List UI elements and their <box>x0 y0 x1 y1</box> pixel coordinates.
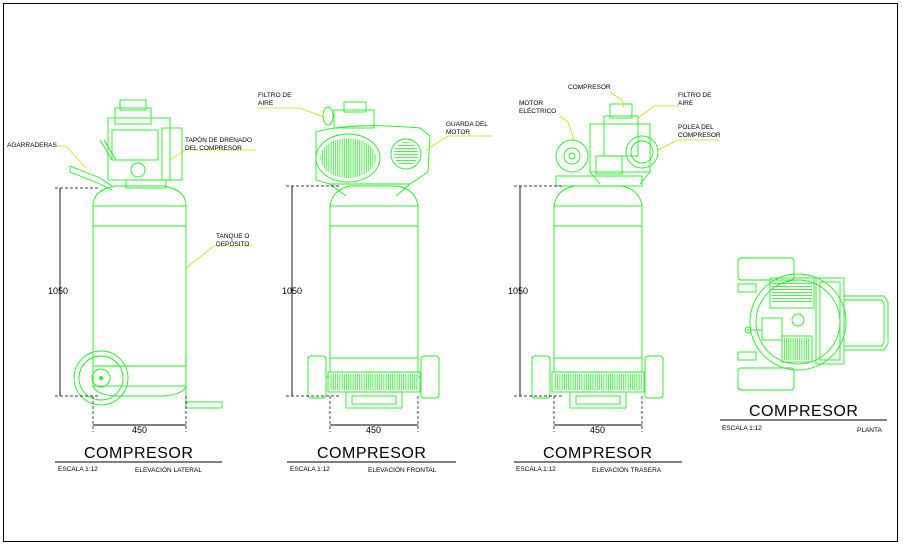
front-dimensions <box>286 185 419 432</box>
view-scale-2: ESCALA 1:12 <box>290 466 330 473</box>
front-base <box>307 355 440 409</box>
rear-tank <box>553 185 643 373</box>
rear-base <box>531 355 664 409</box>
dimension-height-1: 1050 <box>48 286 68 296</box>
front-motor-guard <box>315 101 431 197</box>
label-pulley-1: POLEA DEL <box>678 124 714 131</box>
label-air-filter-front-2: AIRE <box>258 100 274 107</box>
drawing-frame <box>3 3 898 542</box>
view-name-4: PLANTA <box>857 427 882 434</box>
side-dimensions <box>55 187 187 432</box>
view-title-2: COMPRESOR <box>317 445 426 462</box>
label-compressor: COMPRESOR <box>568 84 611 91</box>
side-handle <box>69 165 113 191</box>
view-name-2: ELEVACIÓN FRONTAL <box>368 465 437 474</box>
label-air-filter-rear-1: FILTRO DE <box>678 92 712 99</box>
side-wheel <box>73 350 129 406</box>
label-air-filter-front-1: FILTRO DE <box>258 92 292 99</box>
view-scale-3: ESCALA 1:12 <box>516 466 556 473</box>
side-leaders <box>56 145 256 269</box>
view-scale-1: ESCALA 1:12 <box>58 466 98 473</box>
dimension-height-2: 1050 <box>282 286 302 296</box>
view-title-3: COMPRESOR <box>543 445 652 462</box>
label-tank-1: TANQUE O <box>216 233 249 240</box>
side-elevation <box>55 99 256 432</box>
view-title-4: COMPRESOR <box>749 403 858 420</box>
view-title-1: COMPRESOR <box>84 445 193 462</box>
view-name-1: ELEVACIÓN LATERAL <box>135 465 202 474</box>
label-motor-guard-1: GUARDA DEL <box>446 121 488 128</box>
view-name-3: ELEVACIÓN TRASERA <box>592 465 662 474</box>
dimension-height-3: 1050 <box>508 286 528 296</box>
dimension-width-1: 450 <box>132 425 147 435</box>
label-pulley-2: COMPRESOR <box>678 132 721 139</box>
side-stand <box>185 354 223 409</box>
dimension-width-3: 450 <box>590 425 605 435</box>
label-electric-motor-1: MOTOR <box>519 100 543 107</box>
label-drain-plug-2: DEL COMPRESOR <box>185 145 242 152</box>
label-handles: AGARRADERAS <box>7 142 58 149</box>
side-tank <box>92 185 187 397</box>
dimension-width-2: 450 <box>366 425 381 435</box>
rear-compressor-assembly <box>555 103 659 187</box>
label-drain-plug-1: TAPÓN DE DRENADO <box>185 135 252 144</box>
label-air-filter-rear-2: AIRE <box>678 100 694 107</box>
rear-dimensions <box>514 185 643 432</box>
view-scale-4: ESCALA 1:12 <box>722 425 762 432</box>
front-tank <box>329 185 419 373</box>
plan-view <box>737 257 889 391</box>
label-motor-guard-2: MOTOR <box>446 129 470 136</box>
label-electric-motor-2: ELÉCTRICO <box>519 106 556 115</box>
rear-elevation <box>514 91 720 432</box>
side-compressor-head <box>99 99 183 189</box>
front-leaders <box>258 107 492 151</box>
front-elevation <box>258 101 492 432</box>
label-tank-2: DEPÓSITO <box>216 239 249 248</box>
rear-leaders <box>559 91 720 151</box>
